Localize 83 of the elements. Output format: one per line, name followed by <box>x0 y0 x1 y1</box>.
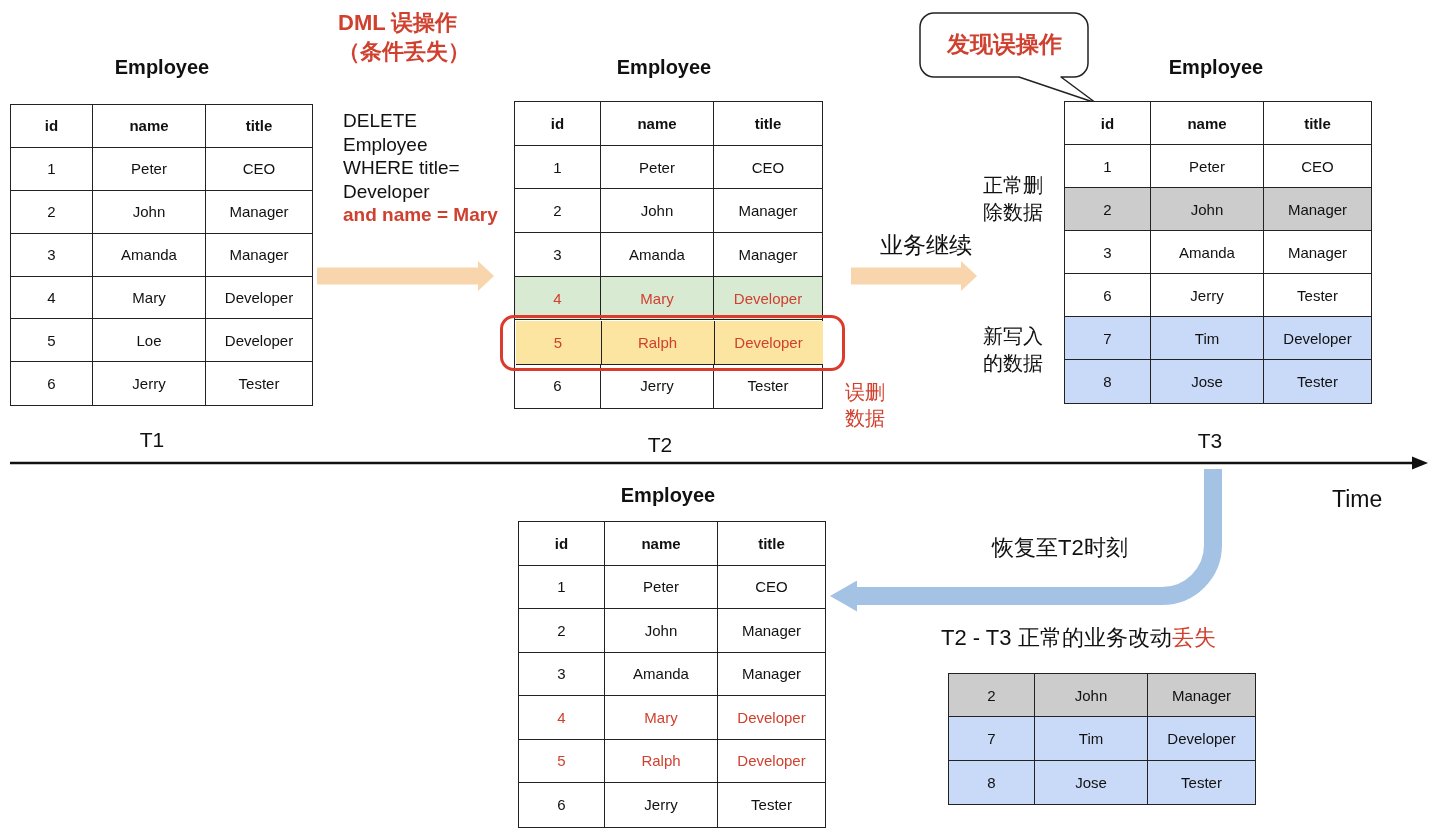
table-cell: Developer <box>1148 717 1255 761</box>
time-label: T1 <box>139 427 165 453</box>
table-cell: Tester <box>1148 760 1255 804</box>
table-cell: 8 <box>949 760 1035 804</box>
table-cell: Tim <box>1035 717 1148 761</box>
table-cell: Jose <box>1151 360 1264 403</box>
table-cell: 3 <box>515 233 601 277</box>
table-cell: 2 <box>515 189 601 234</box>
header-cell: id <box>515 102 601 146</box>
table-cell: John <box>605 609 718 653</box>
table-cell: Manager <box>1148 674 1255 718</box>
table-cell: 5 <box>519 739 605 783</box>
header-cell: id <box>11 105 93 148</box>
table-title: Employee <box>114 55 210 80</box>
caption-text: 丢失 <box>1171 625 1216 650</box>
header-cell: name <box>601 102 714 146</box>
table-cell: Tim <box>1151 317 1264 360</box>
table-cell: Manager <box>1264 188 1371 231</box>
table-cell: Amanda <box>601 233 714 277</box>
table-cell: 2 <box>519 609 605 653</box>
table-cell: 1 <box>519 565 605 609</box>
table-cell: Peter <box>601 145 714 190</box>
table-cell: Amanda <box>93 233 206 277</box>
table-cell: 5 <box>515 321 602 365</box>
table-title: Employee <box>1168 55 1264 80</box>
header-cell: id <box>519 522 605 566</box>
table-cell: Amanda <box>605 652 718 696</box>
table-cell: 4 <box>515 276 601 321</box>
table-cell: Peter <box>605 565 718 609</box>
table-cell: Mary <box>605 696 718 740</box>
table-cell: Mary <box>93 276 206 320</box>
table-cell: Peter <box>1151 145 1264 188</box>
table-cell: 5 <box>11 319 93 363</box>
arrow <box>317 261 494 291</box>
table-cell: 8 <box>1065 360 1151 403</box>
table-cell: 2 <box>11 190 93 234</box>
table-cell: Ralph <box>601 321 715 365</box>
header-cell: name <box>1151 102 1264 145</box>
table-cell: Developer <box>714 321 823 365</box>
table-cell: 2 <box>949 674 1035 718</box>
table-cell: Jose <box>1035 760 1148 804</box>
edge-label: 业务继续 <box>880 231 972 259</box>
table-title: Employee <box>616 55 712 80</box>
table-cell: Peter <box>93 147 206 191</box>
table-cell: John <box>601 189 714 234</box>
table-cell: Developer <box>714 276 822 321</box>
time-label: T3 <box>1197 428 1223 454</box>
table-cell: 1 <box>1065 145 1151 188</box>
table-cell: 1 <box>11 147 93 191</box>
side-note: 正常删除数据 <box>983 173 1044 225</box>
side-note: 新写入的数据 <box>983 324 1044 376</box>
table-cell: John <box>1035 674 1148 718</box>
table-cell: Ralph <box>605 739 718 783</box>
table-cell: 4 <box>519 696 605 740</box>
table-cell: John <box>93 190 206 234</box>
table-cell: 7 <box>1065 317 1151 360</box>
table-cell: 1 <box>515 145 601 190</box>
table-cell: 4 <box>11 276 93 320</box>
heading-text: DML 误操作（条件丢失） <box>338 9 471 66</box>
table-cell: Tester <box>1264 360 1371 403</box>
table-cell: John <box>1151 188 1264 231</box>
side-note: 误删数据 <box>845 380 886 431</box>
table-cell: 3 <box>519 652 605 696</box>
time-label: T2 <box>647 432 673 458</box>
table-cell: 3 <box>1065 231 1151 274</box>
table-cell: Developer <box>1264 317 1371 360</box>
table-cell: 3 <box>11 233 93 277</box>
table-cell: 7 <box>949 717 1035 761</box>
callout-text: 发现误操作 <box>946 30 1062 59</box>
table-title: Employee <box>620 483 716 508</box>
table-cell: 6 <box>1065 274 1151 317</box>
caption-text: T2 - T3 正常的业务改动 <box>941 625 1172 650</box>
arrow <box>851 261 977 291</box>
axis-label: Time <box>1332 485 1383 514</box>
table-cell: Amanda <box>1151 231 1264 274</box>
table-cell: 2 <box>1065 188 1151 231</box>
header-cell: name <box>93 105 206 148</box>
table-cell: Loe <box>93 319 206 363</box>
table-cell: Jerry <box>1151 274 1264 317</box>
table-cell: Mary <box>601 276 714 321</box>
header-cell: name <box>605 522 718 566</box>
header-cell: id <box>1065 102 1151 145</box>
arrow <box>830 469 1222 612</box>
